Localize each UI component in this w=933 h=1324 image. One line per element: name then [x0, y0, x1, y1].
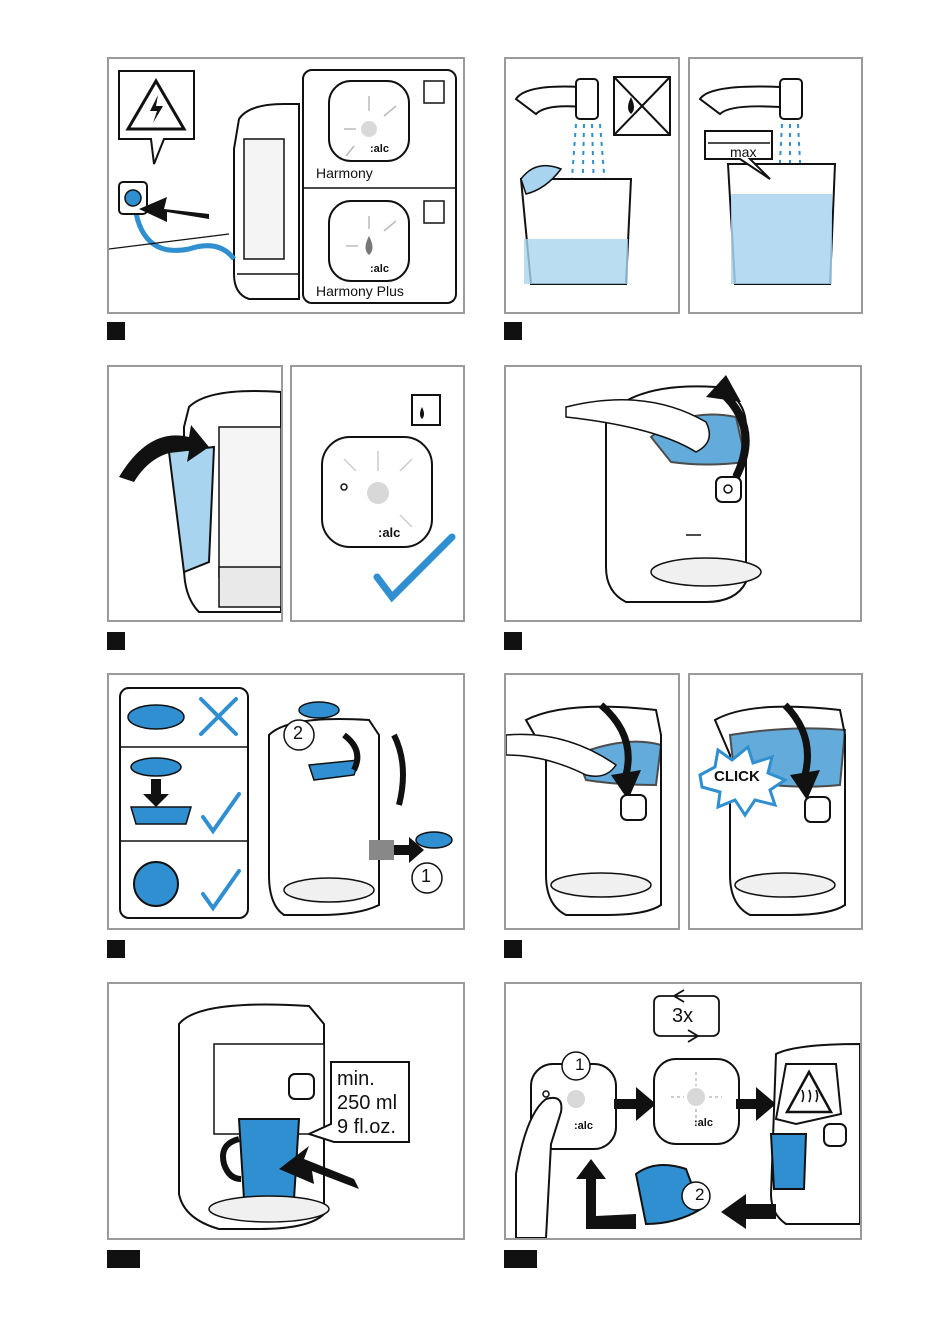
panel-6b-click: CLICK: [688, 673, 863, 930]
cycle-step-two: 2: [695, 1185, 704, 1205]
step-number-box-4: [504, 632, 522, 650]
cup-size-line-3: 9 fl.oz.: [337, 1116, 396, 1139]
panel-5-insert-disc: 1 2: [107, 673, 465, 930]
illustration-place-cup: [109, 984, 463, 1238]
illustration-insert-tank: [109, 367, 281, 620]
panel-4-open-lid: [504, 365, 862, 622]
model-name-harmony: Harmony: [316, 165, 373, 181]
illustration-rinse: [506, 59, 678, 312]
max-label: max: [730, 144, 756, 160]
panel-8-repeat-cycle: 3x 1 2 :alc :alc: [504, 982, 862, 1240]
step-number-box-2: [504, 322, 522, 340]
click-label: CLICK: [714, 768, 760, 785]
step-one-marker: 1: [421, 866, 431, 887]
disc-options-drawings: [121, 689, 247, 917]
step-number-box-1: [107, 322, 125, 340]
cup-size-line-2: 250 ml: [337, 1092, 397, 1115]
step-number-box-5: [107, 940, 125, 958]
panel-1-power-connect: :alc Harmony :alc Harmony Plus: [107, 57, 465, 314]
illustration-fill-max: [690, 59, 861, 312]
panel-6a-close-lid: [504, 673, 680, 930]
step-number-box-3: [107, 632, 125, 650]
step-number-box-6: [504, 940, 522, 958]
disc-options-inset: [119, 687, 249, 919]
cup-size-line-1: min.: [337, 1068, 375, 1091]
cycle-step-one: 1: [575, 1055, 584, 1075]
panel-3a-insert-tank: [107, 365, 283, 622]
calc-label-a: :alc: [370, 143, 389, 155]
panel-7-place-cup: min. 250 ml 9 fl.oz.: [107, 982, 465, 1240]
panel-2a-rinse-tank: [504, 57, 680, 314]
illustration-open-lid: [506, 367, 860, 620]
indicator-inset: :alc Harmony :alc Harmony Plus: [302, 69, 457, 304]
panel-3b-indicator-ok: :alc: [290, 365, 465, 622]
panel-2b-fill-max: max: [688, 57, 863, 314]
illustration-indicator-check: [292, 367, 463, 620]
illustration-click: [690, 675, 861, 928]
calc-label-d: :alc: [574, 1120, 593, 1132]
step-two-marker: 2: [293, 723, 303, 744]
step-number-box-8: [504, 1250, 537, 1268]
repeat-count-label: 3x: [672, 1005, 693, 1028]
illustration-close-lid: [506, 675, 678, 928]
step-number-box-7: [107, 1250, 140, 1268]
model-name-harmony-plus: Harmony Plus: [316, 283, 404, 299]
calc-label-b: :alc: [370, 263, 389, 275]
calc-label-e: :alc: [694, 1117, 713, 1129]
calc-label-c: :alc: [378, 525, 400, 540]
